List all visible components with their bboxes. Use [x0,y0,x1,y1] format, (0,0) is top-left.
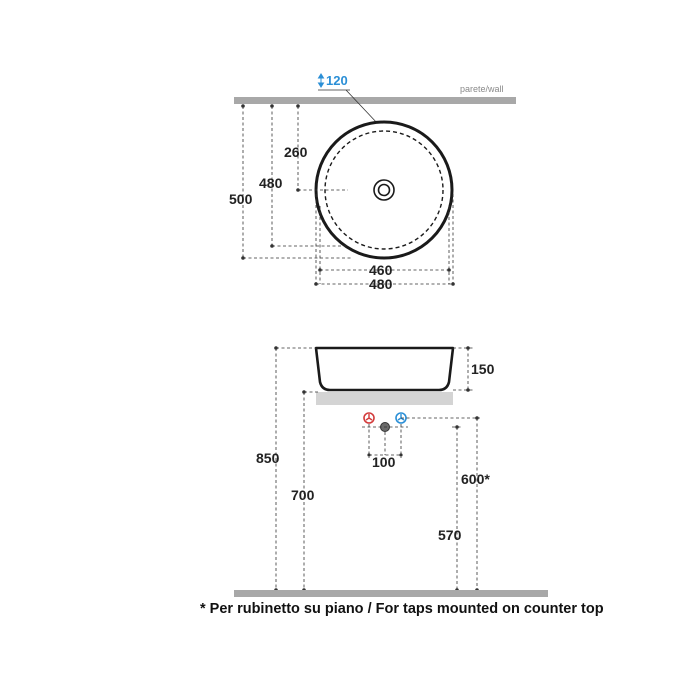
drain-inner [377,183,391,197]
dim-480-width-label: 480 [369,276,393,292]
wall-label: parete/wall [460,84,504,94]
counter-top [316,392,453,405]
dim-600-label: 600* [461,471,490,487]
tap-connections: 100 [362,412,408,470]
dim-100-label: 100 [372,454,396,470]
tap-distance-leader [345,89,379,125]
double-arrow-icon [317,73,325,88]
dim-570-label: 570 [438,527,462,543]
dim-260-label: 260 [284,144,308,160]
dim-700-label: 700 [291,487,315,503]
footnote-text: * Per rubinetto su piano / For taps moun… [200,601,604,617]
basin-profile [314,346,455,392]
basin-inner-edge [324,130,444,250]
floor-bar [234,590,548,597]
drain-outer [373,179,395,201]
dim-150-label: 150 [471,361,495,377]
dim-850-label: 850 [256,450,280,466]
wall-bar [234,97,516,104]
tap-distance-marker: 120 [317,73,379,125]
top-view: parete/wall 120 260 480 500 [229,73,516,292]
dim-480-depth-label: 480 [259,175,283,191]
dim-460-label: 460 [369,262,393,278]
tap-distance-label: 120 [326,73,348,88]
front-view: 100 150 850 700 600* 570 [234,346,548,597]
dim-500-label: 500 [229,191,253,207]
